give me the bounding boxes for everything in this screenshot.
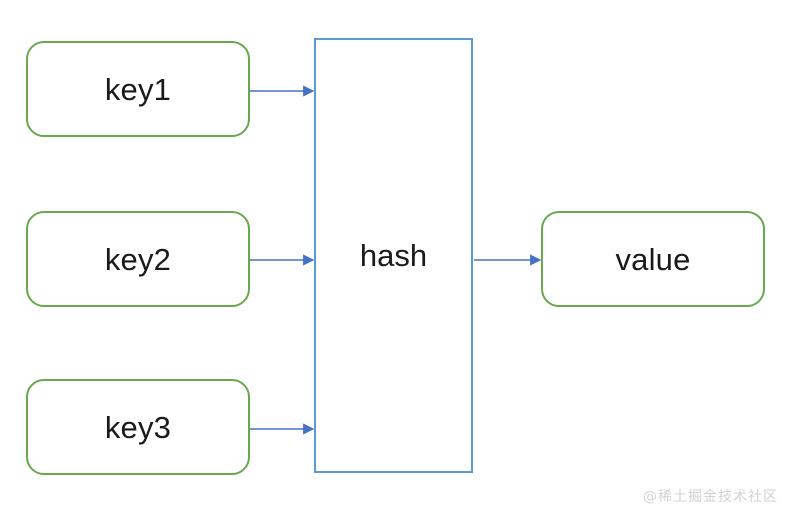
node-key1-label: key1 xyxy=(104,71,172,107)
node-value-label: value xyxy=(615,241,691,277)
node-key2-label: key2 xyxy=(104,241,172,277)
watermark: @稀土掘金技术社区 xyxy=(643,489,778,505)
node-key3[interactable]: key3 xyxy=(26,379,250,475)
node-key1[interactable]: key1 xyxy=(26,41,250,137)
node-hash-label: hash xyxy=(359,238,428,273)
node-key2[interactable]: key2 xyxy=(26,211,250,307)
node-hash[interactable]: hash xyxy=(314,38,473,473)
node-key3-label: key3 xyxy=(104,409,172,445)
node-value[interactable]: value xyxy=(541,211,765,307)
